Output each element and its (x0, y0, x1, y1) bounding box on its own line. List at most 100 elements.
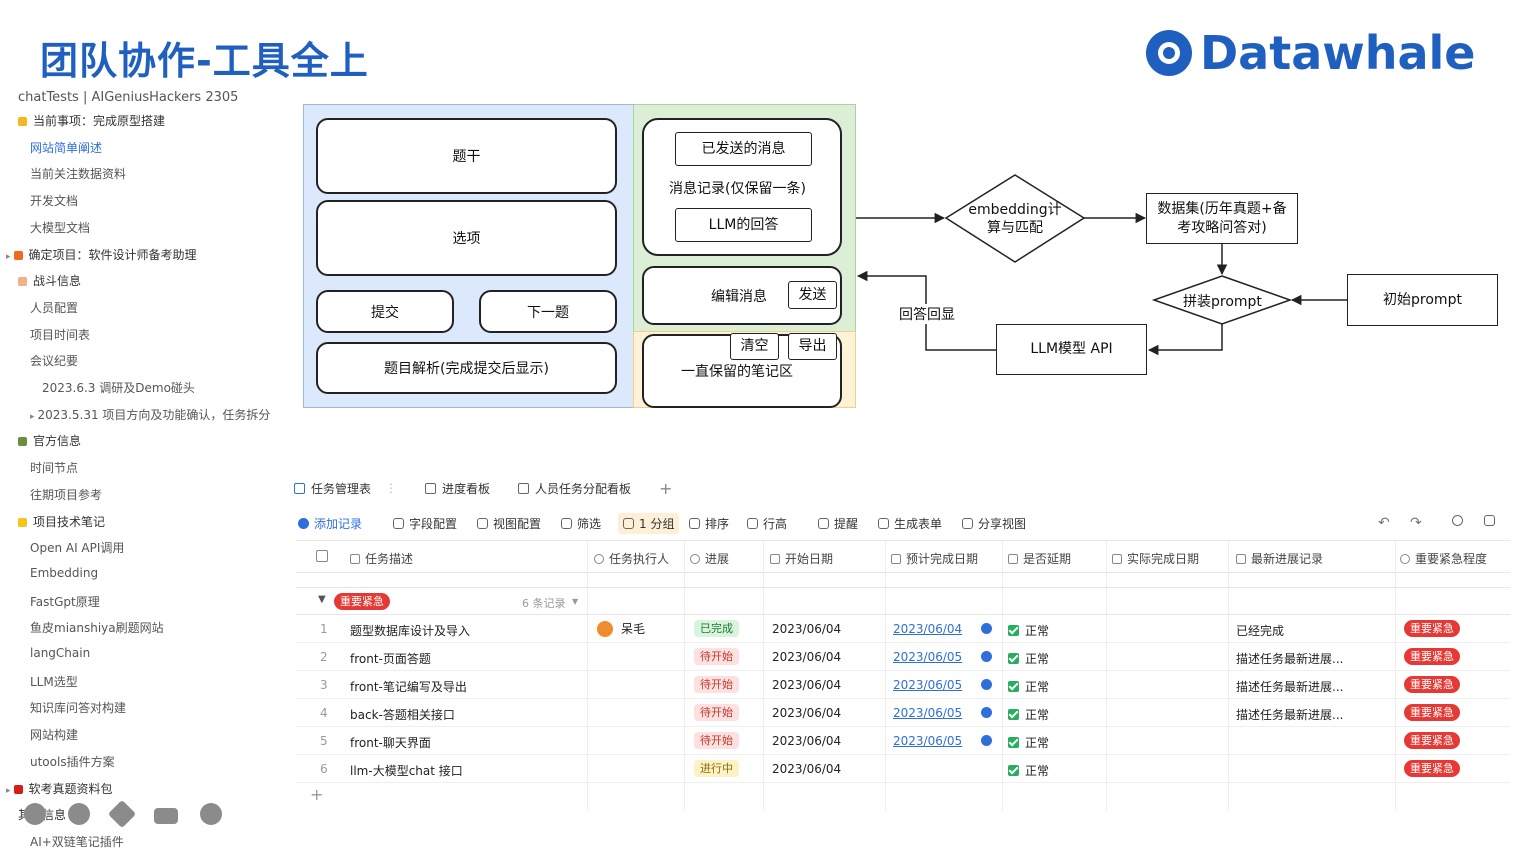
col-desc[interactable]: 任务描述 (350, 550, 413, 567)
sort-button[interactable]: 排序 (689, 515, 729, 532)
undo-icon[interactable]: ↶ (1378, 515, 1390, 531)
col-status[interactable]: 进展 (690, 550, 729, 567)
outline-item[interactable]: 往期项目参考 (30, 486, 102, 503)
outline-item[interactable]: 当前关注数据资料 (30, 165, 126, 182)
start-date[interactable]: 2023/06/04 (772, 734, 842, 748)
due-date[interactable]: 2023/06/05 (893, 650, 963, 664)
start-date[interactable]: 2023/06/04 (772, 622, 842, 636)
outline-item[interactable]: ▸软考真题资料包 (6, 780, 113, 797)
group-button[interactable]: 1 分组 (618, 513, 680, 534)
col-start[interactable]: 开始日期 (770, 550, 833, 567)
more-icon[interactable]: ⋮ (385, 481, 398, 495)
start-date[interactable]: 2023/06/04 (772, 762, 842, 776)
task-desc[interactable]: front-页面答题 (350, 652, 431, 666)
generate-form-button[interactable]: 生成表单 (878, 515, 942, 532)
urgency-badge[interactable]: 重要紧急 (1404, 648, 1460, 665)
view-config-button[interactable]: 视图配置 (477, 515, 541, 532)
outline-item[interactable]: FastGpt原理 (30, 593, 100, 610)
field-config-button[interactable]: 字段配置 (393, 515, 457, 532)
comment-icon[interactable] (1484, 515, 1500, 526)
col-latest[interactable]: 最新进展记录 (1236, 550, 1323, 567)
outline-item[interactable]: 网站简单阐述 (30, 139, 102, 156)
urgency-badge[interactable]: 重要紧急 (1404, 760, 1460, 777)
col-owner[interactable]: 任务执行人 (594, 550, 669, 567)
status-badge[interactable]: 待开始 (694, 648, 739, 665)
due-date[interactable]: 2023/06/05 (893, 706, 963, 720)
status-badge[interactable]: 已完成 (694, 620, 739, 637)
start-date[interactable]: 2023/06/04 (772, 650, 842, 664)
share-view-button[interactable]: 分享视图 (962, 515, 1026, 532)
group-row[interactable]: ▼ 重要紧急 6 条记录 ▼ (296, 587, 1510, 615)
outline-item[interactable]: 会议纪要 (30, 352, 78, 369)
task-desc[interactable]: back-答题相关接口 (350, 708, 455, 722)
outline-item[interactable]: 项目时间表 (30, 326, 90, 343)
add-tab-button[interactable]: + (659, 478, 673, 498)
outline-item[interactable]: 战斗信息 (18, 272, 81, 289)
outline-item[interactable]: Embedding (30, 566, 98, 580)
task-desc[interactable]: 题型数据库设计及导入 (350, 624, 471, 638)
due-date[interactable]: 2023/06/04 (893, 622, 963, 636)
col-due[interactable]: 预计完成日期 (891, 550, 978, 567)
col-delay[interactable]: 是否延期 (1008, 550, 1071, 567)
task-desc[interactable]: front-笔记编写及导出 (350, 680, 467, 694)
outline-item[interactable]: 2023.6.3 调研及Demo碰头 (42, 379, 195, 396)
tab-assignment-board[interactable]: 人员任务分配看板 (518, 480, 631, 497)
urgency-badge[interactable]: 重要紧急 (1404, 620, 1460, 637)
outline-item[interactable]: Open AI API调用 (30, 539, 124, 556)
latest-progress[interactable]: 描述任务最新进展... (1236, 680, 1344, 694)
status-badge[interactable]: 待开始 (694, 704, 739, 721)
outline-item[interactable]: 人员配置 (30, 299, 78, 316)
start-date[interactable]: 2023/06/04 (772, 678, 842, 692)
outline-item[interactable]: 鱼皮mianshiya刷题网站 (30, 619, 164, 636)
outline-item[interactable]: 网站构建 (30, 726, 78, 743)
urgency-badge[interactable]: 重要紧急 (1404, 732, 1460, 749)
expand-caret-icon[interactable]: ▸ (30, 411, 35, 422)
back-icon[interactable] (24, 803, 46, 825)
pen-icon[interactable] (107, 799, 137, 829)
due-date[interactable]: 2023/06/05 (893, 734, 963, 748)
col-urgency[interactable]: 重要紧急程度 (1400, 550, 1487, 567)
search-icon[interactable] (1452, 515, 1468, 526)
camera-icon[interactable] (154, 807, 178, 824)
status-badge[interactable]: 待开始 (694, 732, 739, 749)
start-date[interactable]: 2023/06/04 (772, 706, 842, 720)
tab-task-table[interactable]: 任务管理表⋮ (294, 480, 397, 497)
outline-item[interactable]: 知识库问答对构建 (30, 699, 126, 716)
outline-item[interactable]: LLM选型 (30, 673, 78, 690)
outline-item[interactable]: AI+双链笔记插件 (30, 833, 124, 850)
reminder-button[interactable]: 提醒 (818, 515, 858, 532)
task-desc[interactable]: front-聊天界面 (350, 736, 431, 750)
owner-cell[interactable]: 呆毛 (597, 620, 645, 637)
outline-item[interactable]: 官方信息 (18, 432, 81, 449)
play-icon[interactable] (68, 803, 90, 825)
latest-progress[interactable]: 描述任务最新进展... (1236, 708, 1344, 722)
status-badge[interactable]: 进行中 (694, 760, 739, 777)
select-all-checkbox[interactable] (316, 550, 333, 562)
expand-caret-icon[interactable]: ▸ (6, 251, 11, 262)
latest-progress[interactable]: 描述任务最新进展... (1236, 652, 1344, 666)
add-row-button[interactable]: + (310, 785, 324, 804)
outline-item[interactable]: 大模型文档 (30, 219, 90, 236)
urgency-badge[interactable]: 重要紧急 (1404, 676, 1460, 693)
expand-caret-icon[interactable]: ▸ (6, 785, 11, 796)
add-record-button[interactable]: 添加记录 (298, 515, 362, 532)
outline-item[interactable]: ▸确定项目：软件设计师备考助理 (6, 246, 197, 263)
outline-item[interactable]: ▸2023.5.31 项目方向及功能确认，任务拆分 (30, 406, 270, 423)
outline-item[interactable]: 项目技术笔记 (18, 513, 105, 530)
latest-progress[interactable]: 已经完成 (1236, 624, 1285, 638)
tab-progress-board[interactable]: 进度看板 (425, 480, 490, 497)
status-badge[interactable]: 待开始 (694, 676, 739, 693)
urgency-badge[interactable]: 重要紧急 (1404, 704, 1460, 721)
more-dots-icon[interactable] (200, 803, 222, 825)
caret-down-icon[interactable]: ▼ (572, 597, 579, 606)
task-desc[interactable]: llm-大模型chat 接口 (350, 764, 463, 778)
filter-button[interactable]: 筛选 (561, 515, 601, 532)
row-height-button[interactable]: 行高 (747, 515, 787, 532)
outline-item[interactable]: 当前事项：完成原型搭建 (18, 112, 165, 129)
